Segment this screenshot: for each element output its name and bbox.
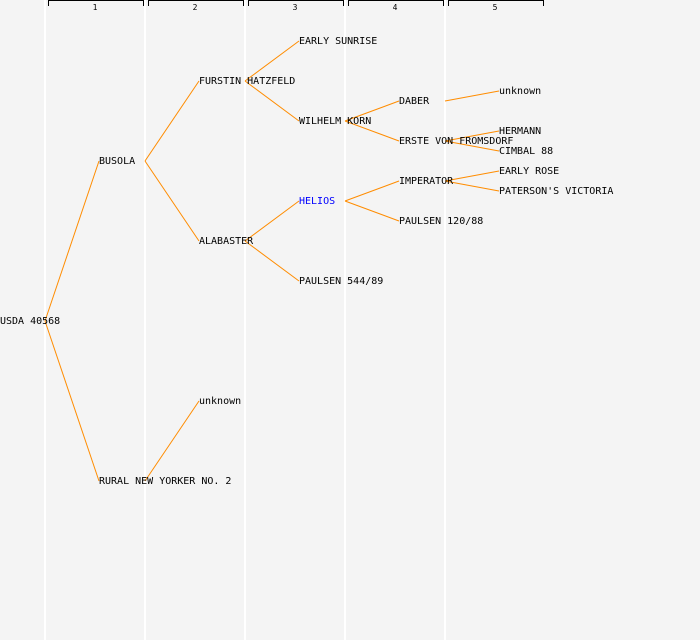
column-separator [344, 0, 346, 640]
tree-node[interactable]: RURAL NEW YORKER NO. 2 [99, 476, 232, 487]
tree-node[interactable]: USDA 40568 [0, 316, 61, 327]
connector-line [344, 180, 400, 202]
tree-node[interactable]: HERMANN [499, 126, 542, 137]
tree-node[interactable]: DABER [399, 96, 430, 107]
tree-node[interactable]: unknown [499, 86, 542, 97]
connector-line [444, 170, 500, 182]
connector-line [244, 80, 300, 122]
tree-node[interactable]: CIMBAL 88 [499, 146, 554, 157]
connector-line [344, 120, 400, 142]
column-number: 4 [392, 3, 398, 12]
column-separator [444, 0, 446, 640]
tree-node[interactable]: unknown [199, 396, 242, 407]
column-number: 3 [292, 3, 298, 12]
column-bracket [348, 0, 444, 6]
connector-line [244, 240, 300, 282]
connector-line [344, 200, 400, 222]
column-bracket [48, 0, 144, 6]
tree-node[interactable]: BUSOLA [99, 156, 136, 167]
connector-line [344, 100, 400, 122]
connector-line [444, 130, 500, 142]
column-separator [244, 0, 246, 640]
column-number: 2 [192, 3, 198, 12]
connector-line [144, 80, 200, 162]
connector-line [244, 40, 300, 82]
connector-line [444, 90, 500, 102]
tree-node[interactable]: EARLY ROSE [499, 166, 560, 177]
column-bracket [148, 0, 244, 6]
tree-node[interactable]: WILHELM KORN [299, 116, 372, 127]
connector-line [144, 160, 200, 242]
column-bracket [248, 0, 344, 6]
tree-node[interactable]: PAULSEN 120/88 [399, 216, 484, 227]
column-bracket [448, 0, 544, 6]
connector-line [444, 140, 500, 152]
tree-node[interactable]: ERSTE VON FROMSDORF [399, 136, 514, 147]
connector-line [444, 180, 500, 192]
column-separator [144, 0, 146, 640]
connector-line [244, 200, 300, 242]
tree-node[interactable]: FURSTIN HATZFELD [199, 76, 296, 87]
tree-node[interactable]: ALABASTER [199, 236, 254, 247]
tree-node[interactable]: PAULSEN 544/89 [299, 276, 384, 287]
connector-line [44, 320, 100, 482]
column-number: 1 [92, 3, 98, 12]
tree-node[interactable]: PATERSON'S VICTORIA [499, 186, 614, 197]
tree-node[interactable]: HELIOS [299, 196, 336, 207]
tree-node[interactable]: IMPERATOR [399, 176, 454, 187]
column-number: 5 [492, 3, 498, 12]
tree-node[interactable]: EARLY SUNRISE [299, 36, 378, 47]
connector-line [44, 160, 100, 322]
connector-line [144, 400, 200, 482]
